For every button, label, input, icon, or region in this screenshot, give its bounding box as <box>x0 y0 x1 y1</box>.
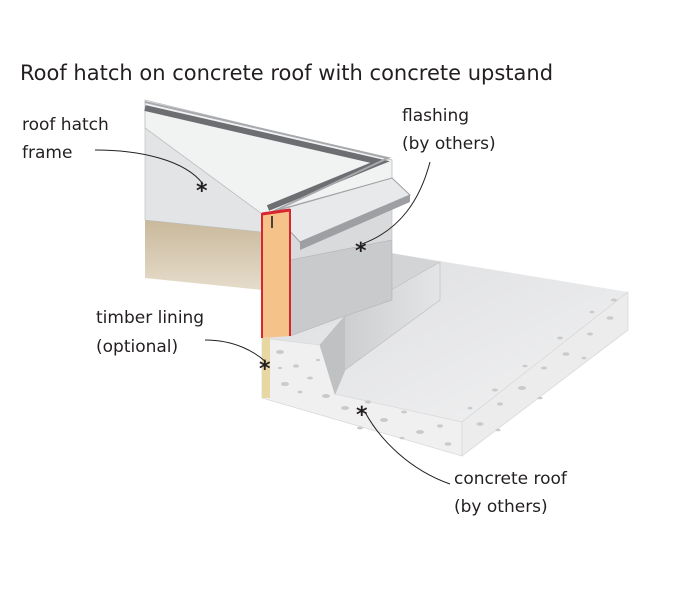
red-seal-cap <box>261 208 291 216</box>
leader-roof-hatch-frame <box>94 149 204 185</box>
flashing-drip-edge <box>300 195 410 250</box>
timber-lining <box>261 208 291 398</box>
label-roof-hatch-frame-line2: frame <box>22 143 72 163</box>
marker-concrete-roof: * <box>356 403 368 428</box>
slab-right-face <box>461 291 629 457</box>
diagram-title: Roof hatch on concrete roof with concret… <box>20 61 553 85</box>
label-concrete-roof: concrete roof (by others) <box>454 469 568 517</box>
upstand-step <box>320 316 345 394</box>
label-timber-lining: timber lining (optional) <box>96 308 204 357</box>
label-roof-hatch-frame-line1: roof hatch <box>22 115 109 135</box>
leader-timber-lining <box>204 339 267 363</box>
roof-hatch-frame <box>144 99 411 337</box>
timber-lining-strip <box>262 338 270 398</box>
timber-shadow-band <box>145 220 262 290</box>
label-roof-hatch-frame: roof hatch frame <box>22 115 109 163</box>
marker-timber-lining: * <box>259 357 271 382</box>
label-concrete-roof-line2: (by others) <box>454 497 548 517</box>
marker-roof-hatch-frame: * <box>196 179 208 204</box>
timber-lining-face <box>262 210 290 338</box>
label-timber-lining-line2: (optional) <box>96 337 178 357</box>
leader-flashing <box>361 161 431 245</box>
label-timber-lining-line1: timber lining <box>96 308 204 328</box>
label-flashing: flashing (by others) <box>402 106 496 154</box>
label-flashing-line1: flashing <box>402 106 469 126</box>
label-concrete-roof-line1: concrete roof <box>454 469 568 489</box>
marker-flashing: * <box>355 239 367 264</box>
frame-gasket-highlight <box>144 101 392 213</box>
label-flashing-line2: (by others) <box>402 134 496 154</box>
leader-concrete-roof <box>364 411 451 485</box>
concrete-speckles <box>276 298 617 446</box>
